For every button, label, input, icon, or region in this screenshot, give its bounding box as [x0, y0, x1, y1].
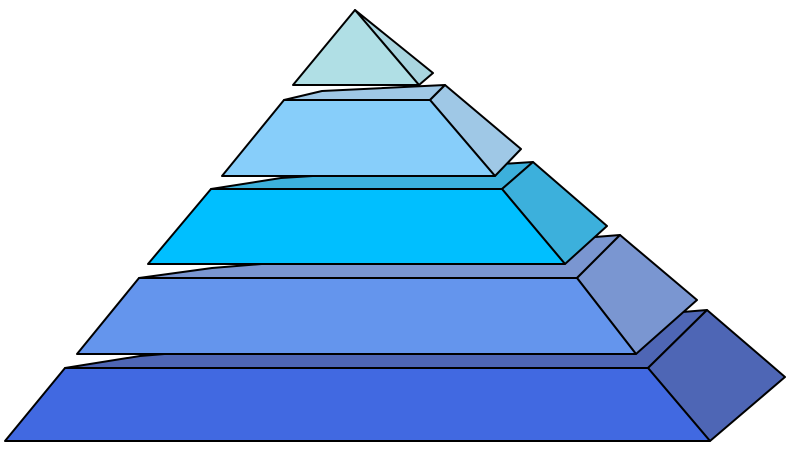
pyramid-tier-4 [76, 234, 698, 355]
pyramid-tier-3 [147, 161, 608, 265]
tier-3-front [147, 188, 566, 265]
tier-5-front [4, 367, 711, 442]
pyramid-tier-2 [221, 84, 522, 177]
tier-1-front [292, 9, 420, 86]
tier-2-front [221, 99, 496, 177]
tier-4-front [76, 277, 637, 355]
pyramid-tier-1-apex [292, 9, 434, 86]
tier-2-ledge [283, 84, 446, 101]
